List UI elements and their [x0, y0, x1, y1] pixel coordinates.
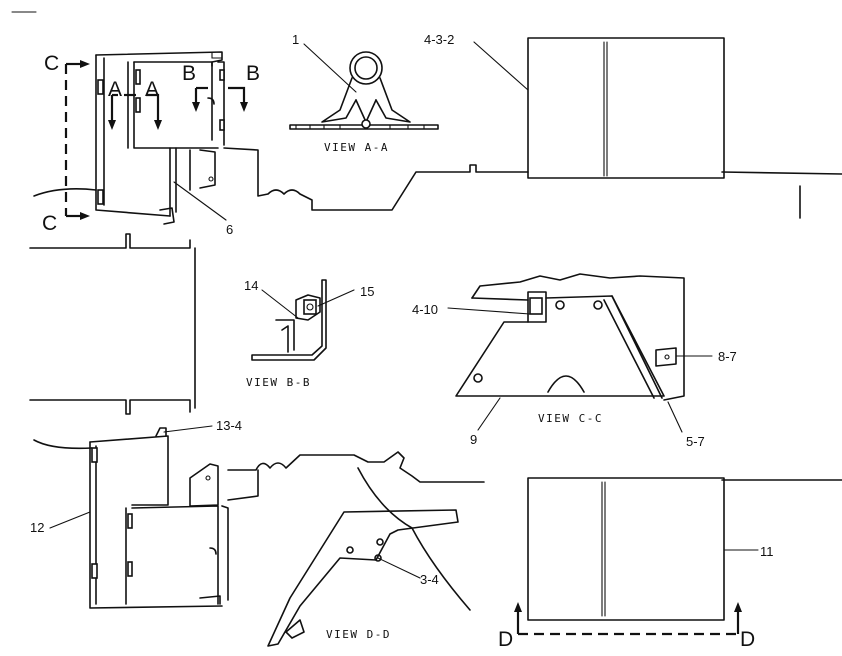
- lower-break-lines: [227, 451, 842, 501]
- section-marker-d: D D: [498, 602, 755, 651]
- view-b-b: [251, 279, 327, 361]
- callout-1: 1: [292, 32, 299, 47]
- view-label-a-a: VIEW A-A: [324, 141, 389, 154]
- callout-5-7: 5-7: [686, 434, 705, 449]
- callout-6: 6: [226, 222, 233, 237]
- section-marker-c: C C: [42, 52, 90, 235]
- view-label-c-c: VIEW C-C: [538, 412, 603, 425]
- marker-c-bottom: C: [42, 212, 57, 235]
- callout-14: 14: [244, 278, 258, 293]
- section-marker-a: A A: [108, 78, 162, 130]
- upper-break-lines: [29, 147, 842, 415]
- marker-b-left: B: [182, 62, 196, 85]
- view-a-a: [289, 51, 439, 130]
- marker-d-left: D: [498, 628, 513, 651]
- view-d-d: [267, 467, 471, 647]
- callout-11: 11: [760, 544, 774, 559]
- view-label-d-d: VIEW D-D: [326, 628, 391, 641]
- callout-4-10: 4-10: [412, 302, 438, 317]
- callout-13-4: 13-4: [216, 418, 242, 433]
- callout-4-3-2: 4-3-2: [424, 32, 454, 47]
- view-label-b-b: VIEW B-B: [246, 376, 311, 389]
- marker-a-right: A: [145, 78, 159, 101]
- top-left-assembly: [95, 51, 225, 225]
- marker-b-right: B: [246, 62, 260, 85]
- view-c-c: [455, 273, 685, 401]
- marker-d-right: D: [740, 628, 755, 651]
- callout-8-7: 8-7: [718, 349, 737, 364]
- leader-lines: [49, 41, 759, 579]
- callout-12: 12: [30, 520, 44, 535]
- marker-a-left: A: [108, 78, 122, 101]
- callout-15: 15: [360, 284, 374, 299]
- bottom-left-assembly: [33, 427, 229, 609]
- panel-4-3-2: [527, 37, 725, 179]
- panel-11: [527, 477, 725, 621]
- callout-3-4: 3-4: [420, 572, 439, 587]
- callout-9: 9: [470, 432, 477, 447]
- section-marker-b: B B: [182, 62, 260, 112]
- marker-c-top: C: [44, 52, 59, 75]
